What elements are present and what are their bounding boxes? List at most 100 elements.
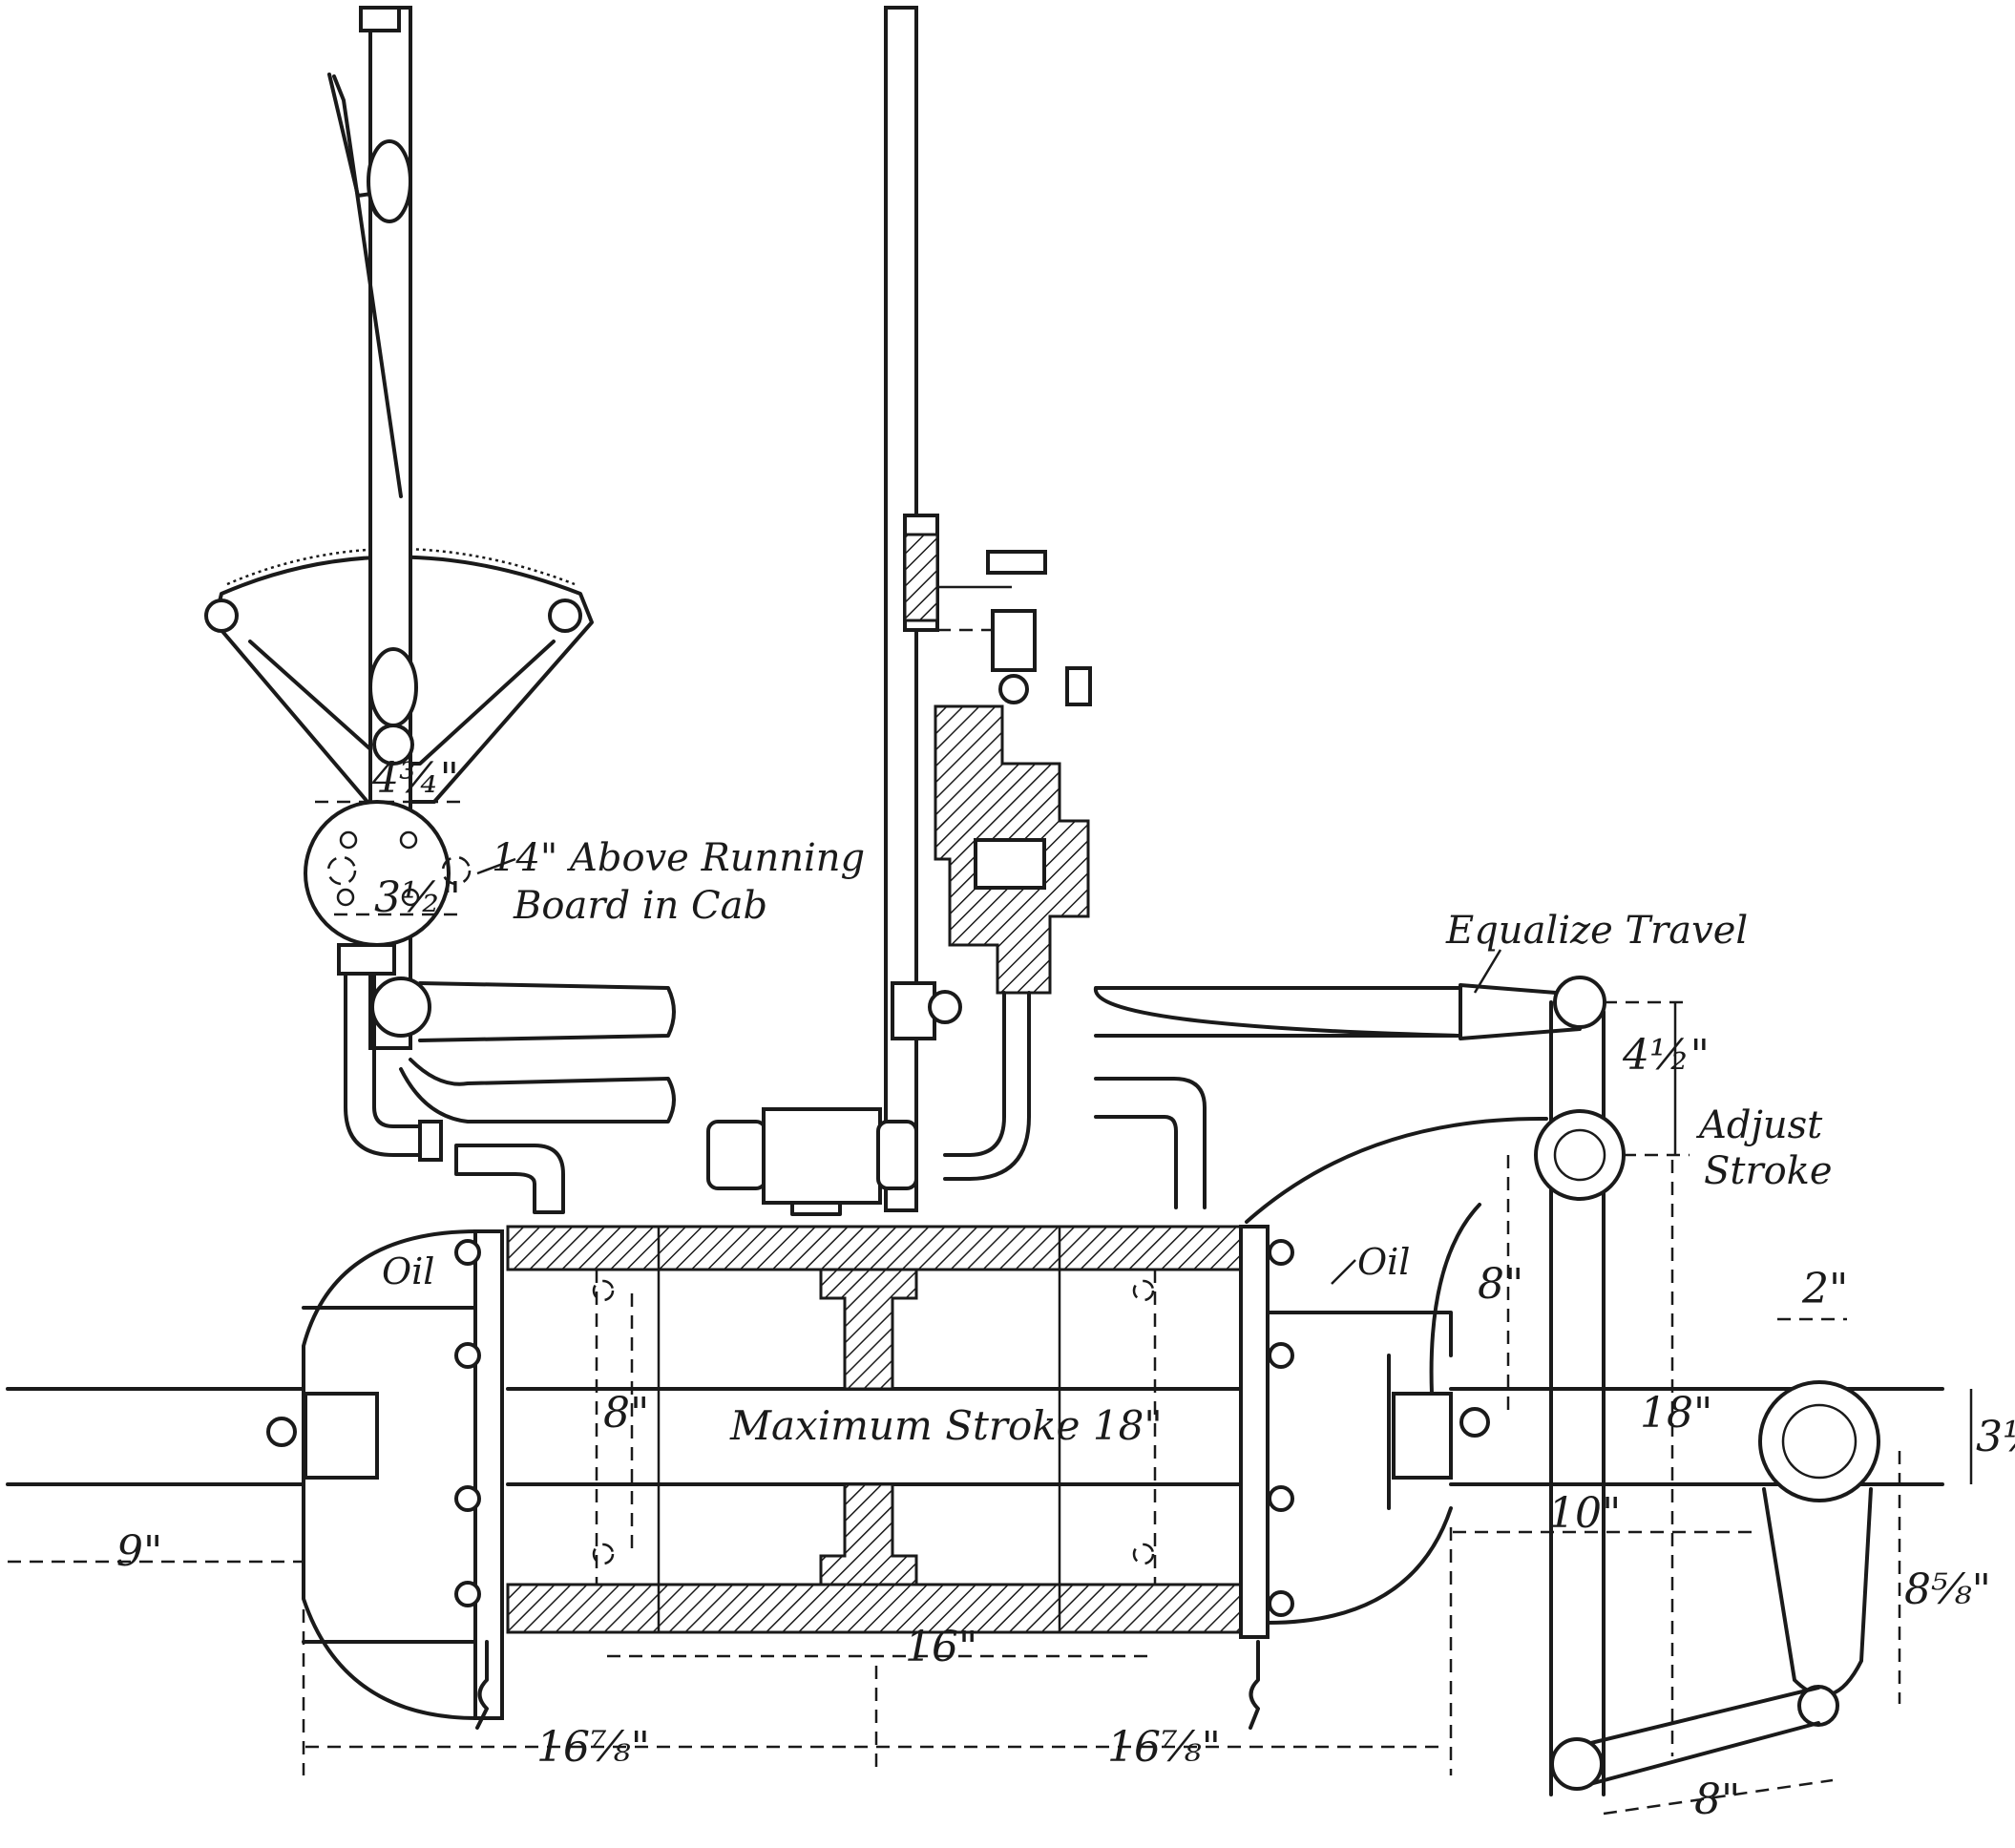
note-leader: [476, 857, 516, 875]
head-bolt: [454, 1581, 481, 1607]
valve-knob: [986, 550, 1047, 575]
lever-handle-top: [359, 6, 401, 32]
quadrant-bolt-right: [548, 598, 582, 633]
elbow-pipe-right: [1094, 1077, 1207, 1209]
clamp-bolt: [928, 990, 962, 1024]
port-hidden: [592, 1543, 615, 1565]
reverse-lever-assembly: 4¾" 3½" 14" Above Running Board in Cab: [204, 6, 865, 1214]
bell-crank-arm: [1245, 1116, 1548, 1396]
power-reverse-cylinder: Maximum Stroke 18" 8" Oil Oil: [6, 1225, 1944, 1730]
cab-note-line1: 14" Above Running: [492, 836, 865, 880]
right-head-outline: [1266, 1311, 1453, 1625]
dim-4-1-2: 4½": [1622, 1031, 1710, 1080]
quadrant-bolt-left: [204, 598, 239, 633]
reach-rod-left-lower: [399, 1058, 676, 1124]
lever-grip: [367, 139, 412, 223]
piston-upper-section: [819, 1268, 918, 1391]
dim-4-3-4: 4¾": [371, 754, 459, 803]
pipe-bracket: [337, 943, 396, 976]
oil-label-left: Oil: [382, 1250, 434, 1292]
reach-rod-right: [1093, 986, 1462, 1038]
equalize-travel-label: Equalize Travel: [1445, 909, 1748, 953]
head-bolt: [454, 1485, 481, 1512]
crank-boss: [1758, 1380, 1880, 1502]
lever-crank-pin: [370, 976, 431, 1038]
lower-valve-cap-left: [706, 1120, 767, 1190]
dim-8-5-8: 8⅝": [1904, 1565, 1991, 1614]
valve-cap: [991, 609, 1037, 672]
crank-bore: [1781, 1403, 1858, 1480]
base-hole: [401, 888, 420, 907]
right-nut-block: [1392, 1392, 1453, 1480]
overall-dimensions: 9" 16" 16⅞" 16⅞": [8, 1527, 1453, 1775]
lower-link: [1573, 1686, 1820, 1787]
crank-assembly: 2" 3¼" 8⅝" 8" 10" 18" 8": [1453, 1155, 2015, 1824]
lever-boss: [368, 647, 418, 727]
port-hidden: [1132, 1543, 1155, 1565]
base-hole: [336, 888, 355, 907]
left-flange: [473, 1229, 504, 1720]
base-hole-hidden: [441, 855, 472, 886]
dim-8-arm: 8": [1478, 1260, 1523, 1309]
reach-rod-left-upper: [418, 981, 676, 1042]
pipe-left-outer: [344, 972, 422, 1157]
dim-line-8-bottom: [1603, 1778, 1834, 1816]
oil-cup-left: [475, 1640, 489, 1730]
dim-16: 16": [905, 1623, 977, 1671]
lower-link-pin: [1550, 1737, 1604, 1791]
dim-3-1-4: 3¼": [1976, 1413, 2015, 1461]
oil-leader: [1331, 1259, 1356, 1285]
lever-guide-section: [903, 533, 939, 622]
cylinder-wall-top: [506, 1225, 1243, 1271]
lower-valve-body: [762, 1107, 882, 1205]
latch-rod: [332, 74, 403, 498]
left-nut-block: [304, 1392, 379, 1480]
head-bolt: [454, 1342, 481, 1369]
head-bolt: [454, 1239, 481, 1266]
dim-3-1-2: 3½": [374, 873, 461, 922]
left-head-inner: [302, 1306, 477, 1644]
dim-2: 2": [1801, 1265, 1848, 1313]
cab-note-line2: Board in Cab: [513, 884, 767, 928]
piston-rod-left: [6, 1387, 305, 1486]
rod-end-pin: [1553, 976, 1606, 1029]
adjust-label-1: Adjust: [1695, 1103, 1823, 1147]
adjust-label-2: Stroke: [1704, 1149, 1833, 1193]
pipe-left-inner: [372, 972, 422, 1128]
base-hole: [399, 830, 418, 850]
piston-lower-section: [819, 1482, 918, 1586]
right-linkage: Equalize Travel 4½" Adjust Stroke: [1093, 909, 1833, 1796]
adjust-pivot-nut: [1534, 1109, 1626, 1201]
side-knob: [1065, 666, 1092, 706]
oil-label-right: Oil: [1357, 1241, 1410, 1283]
lower-valve-foot: [790, 1201, 842, 1216]
dim-9: 9": [116, 1527, 162, 1576]
port-hidden: [1132, 1279, 1155, 1302]
cylinder-wall-bottom: [506, 1583, 1243, 1634]
dim-8-bottom: 8": [1694, 1775, 1740, 1824]
right-locknut: [1459, 1407, 1490, 1438]
valve-internal-block: [974, 838, 1046, 890]
valve-pipe-outer: [943, 991, 1006, 1157]
port-hidden: [592, 1279, 615, 1302]
pipe-coupling: [418, 1120, 443, 1162]
dim-18: 18": [1640, 1389, 1712, 1438]
valve-pipe-inner: [943, 991, 1031, 1181]
dim-8-cyl: 8": [603, 1389, 649, 1438]
head-bolt: [1268, 1239, 1294, 1266]
dim-16-7-8-right: 16⅞": [1107, 1723, 1221, 1772]
dim-16-7-8-left: 16⅞": [536, 1723, 650, 1772]
valve-stem-ball: [998, 674, 1029, 704]
lower-valve-cap-right: [876, 1120, 918, 1190]
right-flange: [1239, 1225, 1270, 1639]
max-stroke-label: Maximum Stroke 18": [729, 1402, 1163, 1449]
crank-arm: [1762, 1487, 1873, 1697]
base-hole-hidden: [326, 855, 357, 886]
base-hole: [339, 830, 358, 850]
lever-clamp: [891, 981, 936, 1040]
left-locknut: [266, 1417, 297, 1447]
lever-nut: [372, 724, 414, 766]
elbow-pipe-left: [454, 1144, 565, 1214]
